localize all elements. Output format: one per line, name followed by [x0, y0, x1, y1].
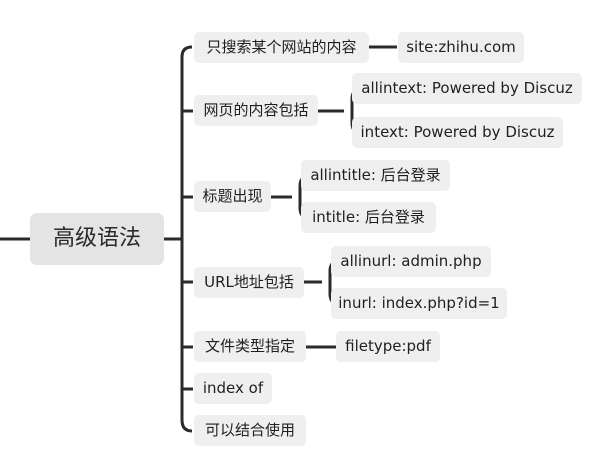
leaf-label: allinurl: admin.php	[340, 252, 482, 270]
branch-label: index of	[202, 379, 264, 397]
leaf-node-allintext[interactable]: allintext: Powered by Discuz	[352, 73, 582, 104]
branch-node-site-only[interactable]: 只搜索某个网站的内容	[194, 32, 369, 63]
branch-label: 只搜索某个网站的内容	[206, 38, 357, 56]
branch-label: URL地址包括	[204, 273, 294, 291]
branch-node-filetype[interactable]: 文件类型指定	[194, 331, 306, 362]
branch-node-title[interactable]: 标题出现	[194, 181, 271, 212]
branch-label: 网页的内容包括	[203, 101, 309, 119]
leaf-node-filetype[interactable]: filetype:pdf	[336, 331, 440, 362]
branch-node-combine[interactable]: 可以结合使用	[194, 415, 306, 446]
branch-node-url[interactable]: URL地址包括	[194, 267, 304, 298]
leaf-node-allinurl[interactable]: allinurl: admin.php	[331, 246, 491, 277]
leaf-node-intitle[interactable]: intitle: 后台登录	[301, 202, 436, 233]
leaf-label: intext: Powered by Discuz	[360, 123, 555, 141]
leaf-label: intitle: 后台登录	[312, 208, 425, 226]
leaf-label: allintext: Powered by Discuz	[361, 79, 573, 97]
branch-label: 文件类型指定	[204, 337, 295, 355]
root-node[interactable]: 高级语法	[30, 213, 164, 265]
branch-node-page-content[interactable]: 网页的内容包括	[194, 95, 318, 126]
leaf-node-allintitle[interactable]: allintitle: 后台登录	[301, 160, 450, 191]
leaf-node-inurl[interactable]: inurl: index.php?id=1	[331, 288, 507, 319]
leaf-label: inurl: index.php?id=1	[338, 294, 500, 312]
leaf-node-site[interactable]: site:zhihu.com	[398, 32, 524, 63]
root-label: 高级语法	[52, 226, 141, 251]
branch-label: 可以结合使用	[204, 421, 295, 439]
branch-node-index-of[interactable]: index of	[194, 373, 272, 404]
leaf-label: site:zhihu.com	[406, 38, 516, 56]
leaf-label: allintitle: 后台登录	[310, 166, 441, 184]
trunk-line	[180, 45, 193, 433]
leaf-label: filetype:pdf	[345, 337, 431, 355]
branch-label: 标题出现	[202, 187, 263, 205]
leaf-node-intext[interactable]: intext: Powered by Discuz	[352, 117, 563, 148]
